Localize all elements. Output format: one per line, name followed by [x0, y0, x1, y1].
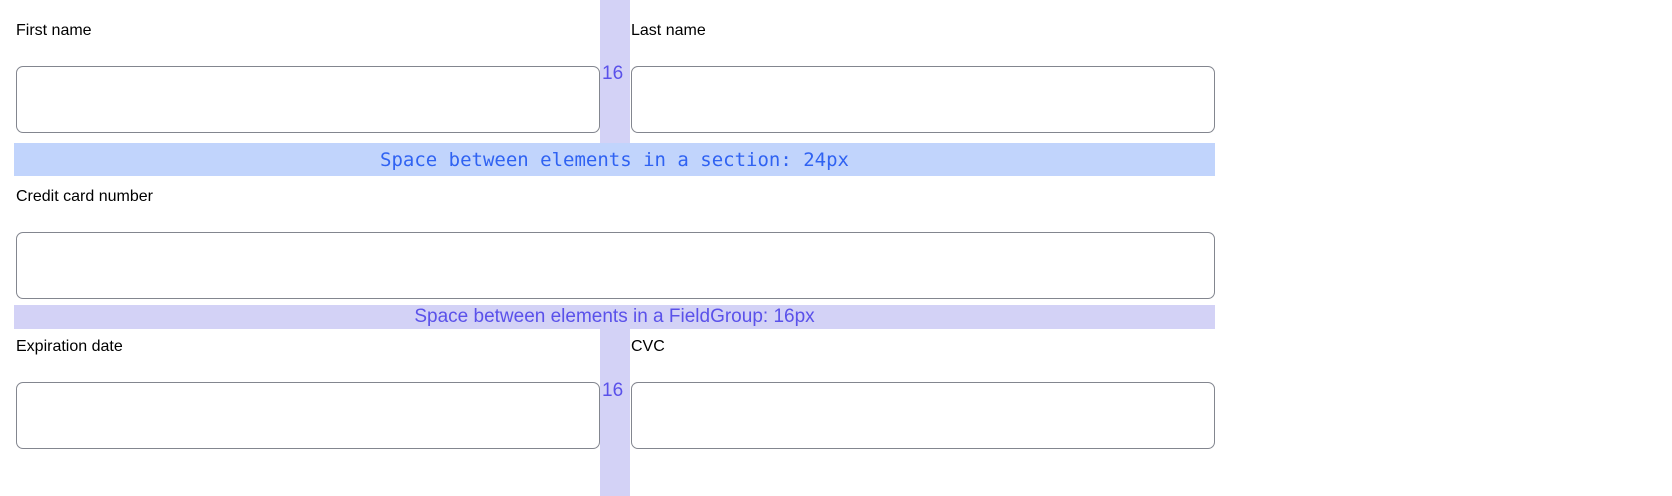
last-name-input[interactable]: [631, 66, 1215, 133]
annotation-band-fieldgroup-gap: Space between elements in a FieldGroup: …: [14, 305, 1215, 329]
field-first-name: [16, 66, 600, 133]
column-gap-label-top: 16: [602, 63, 624, 84]
first-name-input[interactable]: [16, 66, 600, 133]
column-gap-strip-top: [600, 0, 630, 143]
annotation-band-section-gap: Space between elements in a section: 24p…: [14, 143, 1215, 176]
field-expiration-date: [16, 382, 600, 449]
label-expiration-date: Expiration date: [16, 338, 123, 355]
label-last-name: Last name: [631, 22, 706, 39]
credit-card-number-input[interactable]: [16, 232, 1215, 299]
expiration-date-input[interactable]: [16, 382, 600, 449]
cvc-input[interactable]: [631, 382, 1215, 449]
field-last-name: [631, 66, 1215, 133]
label-credit-card-number: Credit card number: [16, 188, 153, 205]
label-cvc: CVC: [631, 338, 665, 355]
field-cvc: [631, 382, 1215, 449]
column-gap-strip-bottom: [600, 329, 630, 496]
field-credit-card-number: [16, 232, 1215, 299]
column-gap-label-bottom: 16: [602, 380, 624, 401]
label-first-name: First name: [16, 22, 92, 39]
